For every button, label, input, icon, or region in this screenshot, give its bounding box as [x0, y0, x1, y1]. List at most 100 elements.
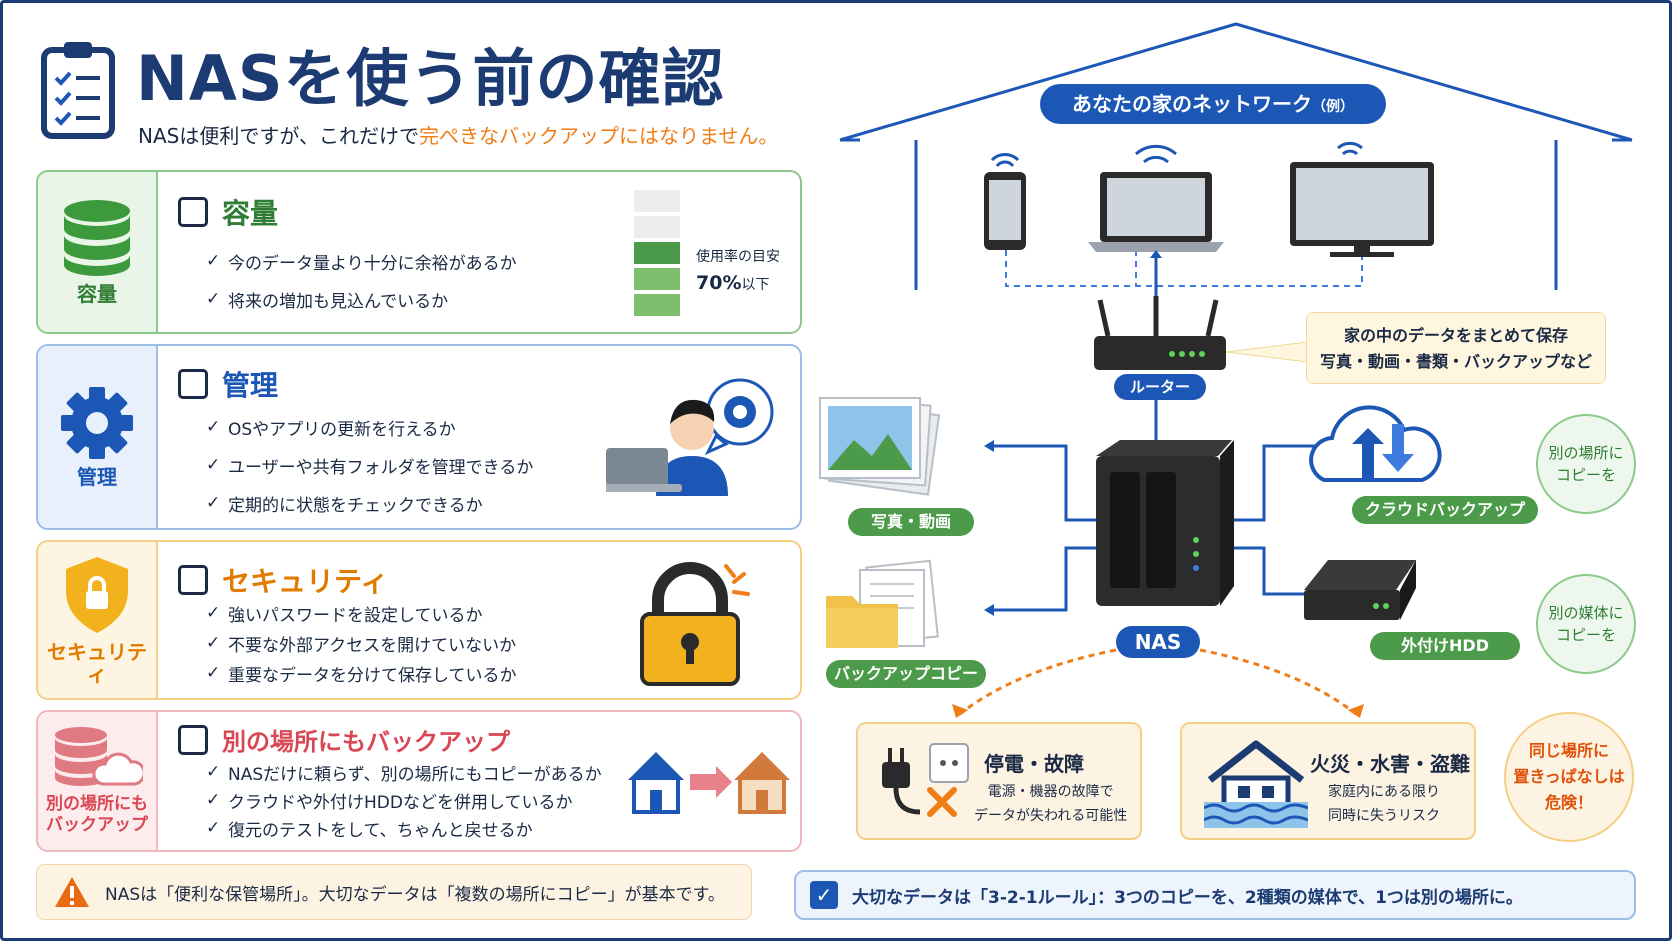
usage-bar-empty — [634, 190, 680, 212]
capacity-heading: 容量 — [178, 192, 278, 232]
page-subtitle: NASは便利ですが、これだけで完ぺきなバックアップにはなりません。 — [138, 124, 779, 148]
nas-device-icon — [1096, 440, 1234, 606]
management-checkbox[interactable] — [178, 369, 208, 399]
check-icon: ✓ — [206, 633, 221, 653]
usage-bar-filled — [634, 294, 680, 316]
list-item: ✓ユーザーや共有フォルダを管理できるか — [206, 455, 534, 478]
note-321-text: 大切なデータは「3-2-1ルール」：3つのコピーを、2種類の媒体で、1つは別の場… — [852, 887, 1523, 908]
clipboard-icon — [41, 42, 115, 139]
hdd-label: 外付けHDD — [1370, 632, 1520, 660]
offsite-heading: 別の場所にもバックアップ — [178, 722, 510, 757]
management-list: ✓OSやアプリの更新を行えるか ✓ユーザーや共有フォルダを管理できるか ✓定期的… — [206, 408, 533, 522]
management-heading-text: 管理 — [222, 369, 279, 402]
laptop-icon — [1088, 144, 1224, 252]
nas-callout: 家の中のデータをまとめて保存写真・動画・書類・バックアップなど — [1306, 312, 1606, 384]
smartphone-icon — [984, 153, 1026, 250]
page-title: NASを使う前の確認 — [136, 42, 725, 115]
check-icon: ✓ — [206, 818, 221, 838]
router-icon — [1094, 296, 1226, 370]
check-icon: ✓ — [206, 455, 221, 475]
photos-icon — [819, 397, 941, 496]
network-title: あなたの家のネットワーク（例） — [1040, 84, 1386, 124]
capacity-side-label: 容量 — [77, 282, 117, 306]
security-heading: セキュリティ — [178, 560, 388, 600]
offsite-list: ✓NASだけに頼らず、別の場所にもコピーがあるか ✓クラウドや外付けHDDなどを… — [206, 758, 602, 842]
cloud-note: 別の場所にコピーを — [1536, 414, 1636, 514]
capacity-list: ✓今のデータ量より十分に余裕があるか ✓将来の増加も見込んでいるか — [206, 242, 517, 318]
check-icon: ✓ — [206, 790, 221, 810]
check-icon: ✓ — [206, 251, 221, 271]
risk-disaster-title: 火災・水害・盗難 — [1310, 752, 1470, 776]
security-list: ✓強いパスワードを設定しているか ✓不要な外部アクセスを開けていないか ✓重要な… — [206, 598, 517, 688]
management-side: 管理 — [38, 346, 158, 528]
danger-warning: 同じ場所に 置きっぱなしは 危険！ — [1504, 712, 1634, 842]
list-item: ✓OSやアプリの更新を行えるか — [206, 417, 456, 440]
tv-icon — [1290, 141, 1434, 257]
check-icon: ✓ — [206, 493, 221, 513]
list-item: ✓定期的に状態をチェックできるか — [206, 493, 483, 516]
offsite-side: 別の場所にもバックアップ — [38, 712, 158, 850]
usage-bar-filled — [634, 242, 680, 264]
database-cloud-icon — [55, 727, 143, 786]
folder-icon — [826, 559, 939, 648]
note-321-rule: ✓ 大切なデータは「3-2-1ルール」：3つのコピーを、2種類の媒体で、1つは別… — [794, 870, 1636, 920]
usage-value: 70%以下 — [696, 272, 770, 294]
risk-power: 停電・故障 電源・機器の故障でデータが失われる可能性 — [856, 722, 1142, 840]
house-to-house-icon — [628, 752, 790, 814]
list-item: ✓重要なデータを分けて保存しているか — [206, 663, 517, 686]
cloud-label: クラウドバックアップ — [1352, 496, 1538, 524]
check-icon: ✓ — [206, 663, 221, 683]
check-icon: ✓ — [206, 603, 221, 623]
offsite-side-label: 別の場所にもバックアップ — [46, 794, 148, 835]
list-item: ✓不要な外部アクセスを開けていないか — [206, 633, 517, 656]
check-icon: ✓ — [206, 289, 221, 309]
security-side: セキュリティ — [38, 542, 158, 698]
hdd-note: 別の媒体にコピーを — [1536, 574, 1636, 674]
router-label: ルーター — [1114, 374, 1206, 400]
warning-icon — [55, 877, 89, 907]
note-warning: NASは「便利な保管場所」。大切なデータは「複数の場所にコピー」が基本です。 — [36, 864, 752, 920]
check-icon: ✓ — [206, 762, 221, 782]
shield-lock-icon — [66, 557, 128, 633]
management-side-label: 管理 — [77, 465, 117, 489]
capacity-checkbox[interactable] — [178, 197, 208, 227]
capacity-card: 容量 容量 ✓今のデータ量より十分に余裕があるか ✓将来の増加も見込んでいるか … — [36, 170, 802, 334]
offsite-card: 別の場所にもバックアップ 別の場所にもバックアップ ✓NASだけに頼らず、別の場… — [36, 710, 802, 852]
subtitle-highlight: 完ぺきなバックアップにはなりません。 — [418, 124, 779, 148]
risk-disaster: 火災・水害・盗難 家庭内にある限り同時に失うリスク — [1180, 722, 1476, 840]
security-card: セキュリティ セキュリティ ✓強いパスワードを設定しているか ✓不要な外部アクセ… — [36, 540, 802, 700]
management-card: 管理 管理 ✓OSやアプリの更新を行えるか ✓ユーザーや共有フォルダを管理できる… — [36, 344, 802, 530]
security-checkbox[interactable] — [178, 565, 208, 595]
list-item: ✓NASだけに頼らず、別の場所にもコピーがあるか — [206, 762, 602, 785]
security-heading-text: セキュリティ — [222, 565, 389, 598]
usage-gauge: 使用率の目安 70%以下 — [634, 190, 784, 320]
nas-label: NAS — [1116, 626, 1200, 658]
checkbox-checked-icon: ✓ — [810, 881, 838, 909]
gear-icon — [61, 387, 133, 459]
check-icon: ✓ — [206, 417, 221, 437]
list-item: ✓将来の増加も見込んでいるか — [206, 289, 449, 312]
list-item: ✓クラウドや外付けHDDなどを併用しているか — [206, 790, 573, 813]
photos-label: 写真・動画 — [848, 508, 974, 536]
list-item: ✓復元のテストをして、ちゃんと戻せるか — [206, 818, 533, 841]
flooded-house-icon — [1204, 740, 1308, 828]
usage-label: 使用率の目安 — [696, 249, 780, 265]
capacity-heading-text: 容量 — [222, 197, 279, 230]
cloud-upload-icon — [1309, 405, 1442, 482]
padlock-icon — [640, 562, 750, 686]
offsite-checkbox[interactable] — [178, 724, 208, 755]
risk-disaster-desc: 家庭内にある限り同時に失うリスク — [1328, 784, 1440, 824]
management-heading: 管理 — [178, 364, 278, 404]
person-laptop-icon — [606, 378, 774, 496]
capacity-side: 容量 — [38, 172, 158, 332]
usage-bar-empty — [634, 216, 680, 238]
external-hdd-icon — [1304, 560, 1416, 620]
list-item: ✓強いパスワードを設定しているか — [206, 603, 483, 626]
network-diagram — [819, 22, 1633, 718]
note-warning-text: NASは「便利な保管場所」。大切なデータは「複数の場所にコピー」が基本です。 — [105, 884, 725, 905]
power-plug-icon — [882, 743, 969, 817]
risk-power-title: 停電・故障 — [984, 752, 1084, 776]
usage-bar-filled — [634, 268, 680, 290]
database-icon — [64, 200, 130, 276]
